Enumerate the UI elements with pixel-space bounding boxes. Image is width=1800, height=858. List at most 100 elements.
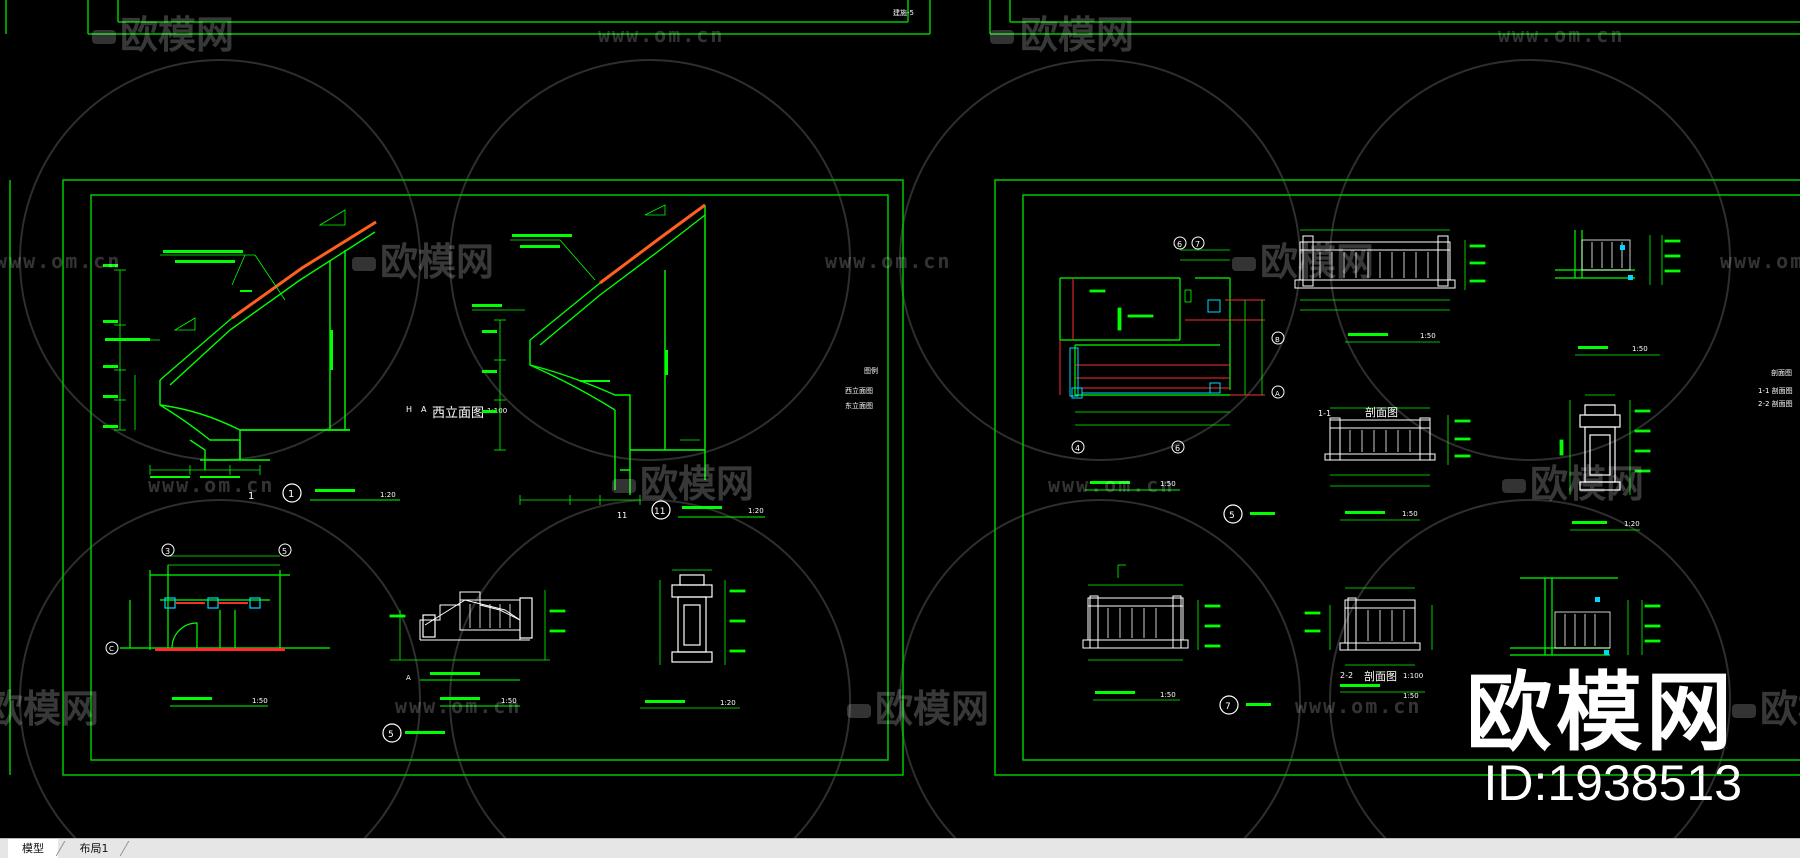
sheet2-balustrade-bl-dims	[1088, 564, 1221, 701]
sheet1-grid-a: A	[421, 405, 427, 414]
svg-text:欧模网: 欧模网	[380, 240, 494, 284]
sheet2-frame	[994, 179, 1800, 776]
sheet2-legend-11: 1-1 剖面图	[1758, 386, 1793, 395]
svg-text:www.om.cn: www.om.cn	[598, 23, 724, 47]
sheet1-legend-label: 图例	[864, 366, 878, 375]
sheet2-section-tr-scale: 1:50	[1632, 345, 1648, 353]
sheet1-west-scale: 1:100	[487, 407, 507, 415]
brand-logo: 欧模网	[1466, 663, 1736, 763]
sheet1-column-dims	[640, 569, 746, 709]
svg-text:www.om.cn: www.om.cn	[825, 249, 951, 273]
sheet2-balustrade-bm	[1339, 597, 1421, 651]
svg-text:欧模网: 欧模网	[875, 687, 989, 731]
sheet1-detail-num-11b: 11	[617, 511, 627, 520]
sheet2-grid-4: 4	[1075, 444, 1080, 453]
svg-text:欧模网: 欧模网	[1260, 240, 1374, 284]
sheet1-plan-scale: 1:50	[252, 697, 268, 705]
svg-text:www.om.cn: www.om.cn	[148, 473, 274, 497]
sheet1-roof-section-right	[529, 204, 706, 495]
sheet1-column-scale: 1:20	[720, 699, 736, 707]
sheet2-section-br-white	[1554, 611, 1611, 649]
sheet2-balustrade-bm-scale: 1:50	[1403, 692, 1419, 700]
sheet2-balustrade-bl-scale: 1:50	[1160, 691, 1176, 699]
sheet1-roof-section-left	[159, 221, 377, 470]
tab-layout1[interactable]: 布局1	[79, 842, 109, 855]
sheet1-detail-circle-5	[382, 723, 402, 743]
sheet2-grid-6b-circle	[1171, 440, 1185, 454]
cad-drawing[interactable]: 建施-5	[0, 0, 1800, 838]
sheet2-legend-22: 2-2 剖面图	[1758, 399, 1793, 408]
sheet2-detail-num-7: 7	[1225, 702, 1231, 712]
sheet1-text-marks-left	[103, 250, 333, 478]
sheet1-detail-num-11: 11	[654, 507, 665, 517]
sheet2-plan-scale: 1:50	[1160, 480, 1176, 488]
sheet1-plan-bottom	[120, 565, 330, 650]
sheet1-detail-num-1: 1	[288, 489, 294, 500]
sheet1-legend-west: 西立面图	[845, 386, 873, 395]
sheet2-grid-b: B	[1275, 336, 1280, 344]
sheet1-grid-c: C	[109, 645, 114, 653]
watermark-brand: 欧模网 欧模网 欧模网 欧模网 欧模网 欧模网 欧模网 欧模网 欧模网	[0, 13, 1800, 731]
svg-text:欧模网: 欧模网	[0, 687, 99, 731]
cad-model-space[interactable]: 建施-5	[0, 0, 1800, 838]
svg-text:www.om.cn: www.om.cn	[1720, 249, 1800, 273]
sheet2-balustrade-bm-dims	[1304, 587, 1433, 693]
svg-text:欧模网: 欧模网	[1530, 462, 1644, 506]
sheet2-plan-red	[1059, 278, 1265, 396]
sheet2-balustrade-top-dims	[1300, 229, 1486, 343]
sheet2-balustrade-mid-balusters	[1349, 430, 1411, 452]
sheet2-scale-1100: 1:100	[1403, 672, 1423, 680]
sheet2-column-mid-dims	[1559, 394, 1651, 531]
sheet1-stair-grid-a: A	[406, 674, 411, 682]
sheet1-stair-elev	[419, 591, 530, 641]
sheet2-plan	[1059, 277, 1231, 396]
sheet1-frame	[62, 179, 904, 776]
sheet2-section-tr-dims	[1575, 235, 1681, 356]
sheet2-section-title-mid: 剖面图	[1365, 405, 1398, 419]
sheet2-balustrade-top	[1294, 235, 1456, 289]
sheet1-detail-circle-1	[282, 483, 302, 503]
layout-tab-bar: 模型 布局1	[0, 838, 1800, 858]
sheet2-grid-6-circle	[1173, 236, 1187, 250]
sheet1-grid-3-circle	[161, 543, 175, 557]
svg-text:www.om.cn: www.om.cn	[1295, 694, 1421, 718]
sheet1-west-title: 西立面图	[432, 406, 484, 421]
sheet1-grid-c-circle	[105, 641, 119, 655]
sheet1-grid-h: H	[406, 405, 412, 414]
watermark-sofa-icon	[92, 30, 1756, 718]
svg-text:www.om.cn: www.om.cn	[1498, 23, 1624, 47]
sheet2-balustrade-mid-dims	[1330, 407, 1471, 521]
sheet2-balustrade-bm-balusters	[1367, 610, 1405, 641]
svg-text:www.om.cn: www.om.cn	[0, 249, 121, 273]
sheet2-balustrade-top-scale: 1:50	[1420, 332, 1436, 340]
sheet1-roof-tiles-left	[231, 220, 377, 320]
sheet2-section-11-a: 1-1	[1318, 409, 1331, 418]
sheet2-grid-a: A	[1275, 390, 1280, 398]
sheet1-plan-red	[155, 602, 285, 651]
sheet2-balustrade-top-balusters	[1319, 252, 1429, 278]
sheet2-balustrade-mid-scale: 1:50	[1402, 510, 1418, 518]
sheet1-stair-dims	[389, 590, 566, 661]
sheet2-section-tr	[1555, 230, 1635, 279]
sheet1-dim-right	[472, 204, 700, 505]
sheet2-plan-dims	[1075, 249, 1263, 426]
sheet1-stair-balusters	[469, 604, 511, 628]
top-page-tag: 建施-5	[893, 8, 914, 17]
svg-text:欧模网: 欧模网	[1760, 687, 1800, 731]
sheet2-section-br-cyan	[1595, 597, 1609, 655]
svg-text:www.om.cn: www.om.cn	[1048, 473, 1174, 497]
sheet2-grid-a-circle	[1271, 385, 1285, 399]
sheet1-stair-posts	[422, 597, 533, 639]
sheet2-grid-7-circle	[1191, 236, 1205, 250]
sheet2-detail-circle-7	[1219, 695, 1239, 715]
sheet1-stair-scale: 1:50	[501, 697, 517, 705]
sheet1-roof-tiles-right	[599, 203, 706, 285]
sheet2-section-tr-cyan	[1620, 245, 1633, 280]
sheet1-scale-left: 1:20	[380, 491, 396, 499]
svg-text:欧模网: 欧模网	[640, 462, 754, 506]
sheet2-legend-label: 剖面图	[1771, 368, 1792, 377]
sheet2-section-title-bm: 剖面图	[1364, 669, 1397, 683]
sheet2-column-mid	[1579, 404, 1621, 491]
tab-model[interactable]: 模型	[8, 839, 58, 858]
sheet1-grid-5: 5	[282, 547, 287, 556]
